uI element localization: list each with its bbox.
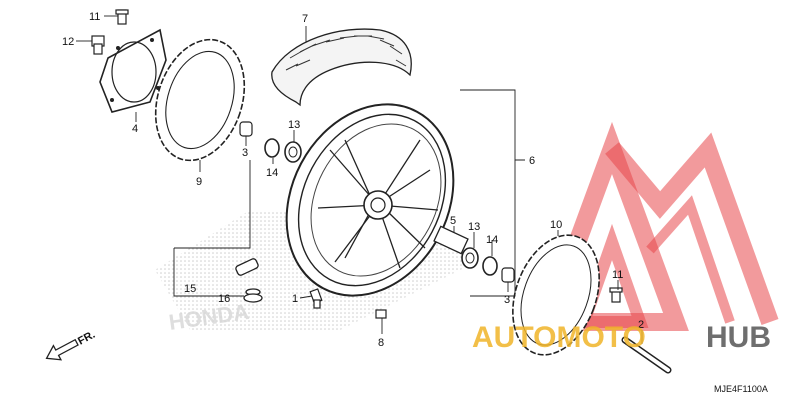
bearing-left (284, 141, 302, 163)
callout-6: 6 (529, 155, 535, 167)
callout-14: 14 (266, 167, 278, 179)
callout-labels: 1 2 3 3 4 5 6 7 8 9 10 11 11 12 13 13 14… (62, 11, 644, 349)
distance-collar (433, 225, 469, 255)
bolt-top (115, 9, 129, 25)
seal-right (482, 256, 498, 276)
callout-11: 11 (612, 269, 623, 281)
callout-7: 7 (302, 13, 308, 25)
bolt-flange (91, 35, 105, 55)
watermark-text: AUTOMOTO HUB (472, 321, 771, 354)
seal-left (264, 138, 280, 158)
watermark-text-a: AUTOMOTO (472, 321, 646, 354)
callout-16: 16 (218, 293, 230, 305)
wheel (285, 103, 455, 297)
callout-9: 9 (196, 176, 202, 188)
callout-1: 1 (292, 293, 298, 305)
rotor-carrier (99, 28, 167, 113)
axle (621, 336, 672, 374)
callout-11: 11 (89, 11, 100, 23)
bolt-right (609, 287, 623, 303)
callout-3: 3 (504, 294, 510, 306)
diagram-code: MJE4F1100A (714, 384, 768, 394)
callout-13: 13 (288, 119, 300, 131)
callout-4: 4 (132, 123, 138, 135)
callout-12: 12 (62, 36, 74, 48)
callout-2: 2 (638, 319, 644, 331)
callout-13: 13 (468, 221, 480, 233)
callout-14: 14 (486, 234, 498, 246)
leader-lines (76, 15, 643, 344)
direction-label: FR. (76, 329, 97, 348)
brake-disc-right (512, 234, 600, 356)
collar-right (501, 267, 515, 283)
collar-left (239, 121, 253, 137)
callout-3: 3 (242, 147, 248, 159)
callout-15: 15 (184, 283, 196, 295)
front-direction-arrow: FR. (45, 329, 97, 361)
callout-5: 5 (450, 215, 456, 227)
valve (309, 288, 323, 309)
tire (271, 28, 412, 107)
bearing-right (461, 247, 479, 269)
balance-weight (375, 309, 387, 319)
callout-8: 8 (378, 337, 384, 349)
valve-assembly (235, 258, 263, 303)
callout-10: 10 (550, 219, 562, 231)
brake-disc-left (154, 38, 246, 162)
watermark-text-b: HUB (706, 321, 771, 354)
